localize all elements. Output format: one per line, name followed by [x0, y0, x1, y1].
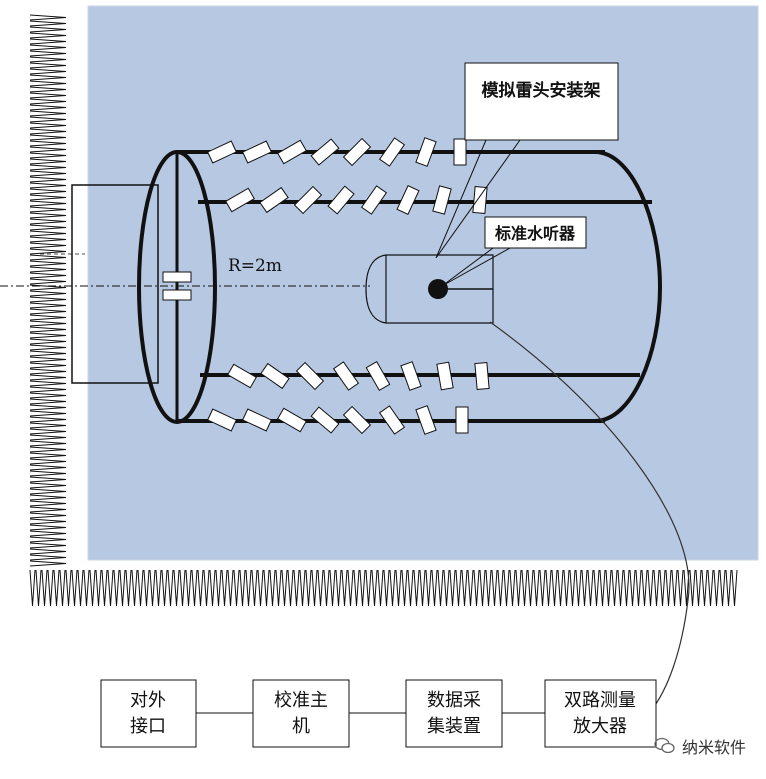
transducer-block — [225, 187, 255, 213]
transducer-block — [242, 140, 272, 164]
water-tank — [87, 5, 759, 561]
transducer-block — [453, 138, 467, 166]
svg-text:双路测量: 双路测量 — [564, 690, 636, 711]
transducer-block — [432, 185, 452, 215]
hydrophone-callout-pointer — [441, 247, 511, 287]
mount-label: 模拟雷头安装架 — [482, 80, 601, 101]
ring-center-clamp-top — [162, 271, 192, 283]
transducer-block — [207, 140, 237, 164]
wechat-icon — [654, 737, 675, 754]
bottom-absorber-wedges — [29, 569, 738, 607]
support-frame — [71, 184, 159, 384]
transducer-block — [327, 185, 355, 215]
svg-text:对外: 对外 — [130, 690, 166, 711]
svg-text:数据采: 数据采 — [427, 690, 481, 711]
svg-text:校准主: 校准主 — [274, 690, 328, 711]
svg-text:接口: 接口 — [130, 716, 166, 737]
transducer-block — [242, 408, 272, 432]
transducer-blocks — [207, 137, 490, 435]
flow-box-dual-amplifier: 双路测量 放大器 — [544, 679, 657, 748]
transducer-block — [455, 406, 469, 434]
transducer-block — [400, 361, 422, 391]
transducer-block — [415, 405, 437, 435]
transducer-block — [260, 362, 290, 390]
transducer-block — [207, 408, 237, 432]
transducer-block — [360, 185, 388, 215]
radius-label: R=2m — [228, 256, 282, 276]
mount-callout-box — [464, 62, 619, 141]
watermark: 纳米软件 — [654, 734, 746, 758]
flow-box-calibration-host: 校准主 机 — [252, 679, 350, 748]
watermark-text: 纳米软件 — [681, 738, 746, 757]
svg-text:放大器: 放大器 — [573, 716, 627, 737]
ring-center-clamp-bottom — [162, 289, 192, 301]
hydrophone-callout-box — [484, 216, 587, 249]
transducer-block — [310, 138, 340, 166]
transducer-block — [436, 361, 454, 391]
transducer-block — [472, 185, 488, 215]
transducer-block — [295, 361, 325, 391]
transducer-block — [365, 361, 391, 391]
transducer-block — [415, 137, 437, 167]
transducer-block — [378, 405, 406, 435]
signal-cable — [489, 321, 690, 713]
transducer-block — [378, 137, 406, 167]
transducer-block — [277, 407, 307, 433]
transducer-block — [310, 406, 340, 434]
standard-hydrophone-dot — [428, 279, 448, 299]
hydrophone-label: 标准水听器 — [494, 224, 576, 243]
flow-box-data-acquisition: 数据采 集装置 — [405, 679, 503, 748]
svg-text:集装置: 集装置 — [427, 716, 481, 737]
transducer-block — [396, 185, 420, 215]
svg-text:机: 机 — [292, 716, 310, 737]
mount-callout-pointer — [435, 139, 521, 259]
flow-box-external-interface: 对外 接口 — [100, 679, 197, 748]
left-absorber-wedges — [29, 14, 67, 567]
transducer-block — [474, 361, 490, 391]
transducer-block — [332, 361, 360, 391]
transducer-block — [293, 185, 323, 215]
transducer-block — [259, 186, 289, 214]
transducer-block — [277, 139, 307, 165]
transducer-block — [342, 405, 372, 435]
transducer-block — [342, 137, 372, 167]
transducer-block — [227, 363, 257, 389]
